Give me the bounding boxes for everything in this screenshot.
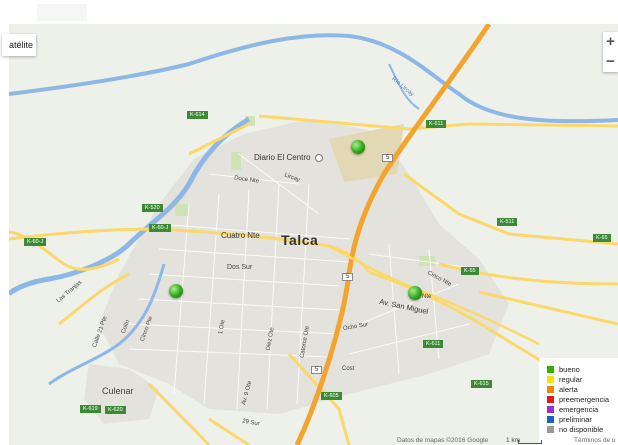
route-shield-k614: K-614 (187, 111, 208, 119)
map-type-tab[interactable] (37, 4, 87, 21)
park (175, 204, 189, 216)
station-marker[interactable] (169, 284, 183, 298)
legend-label: alerta (559, 384, 578, 394)
route-shield-k60j-left: K-60-J (24, 238, 47, 246)
river-lircay (9, 33, 618, 124)
route-5-highway (294, 24, 492, 445)
city-label-talca: Talca (281, 232, 319, 248)
legend-item-no-disponible: no disponible (547, 424, 618, 434)
map-header-strip (9, 0, 618, 24)
route-shield-k611-south: K-611 (423, 340, 444, 348)
route-shield-k65: K-65 (593, 234, 611, 242)
legend-label: preemergencia (559, 394, 610, 404)
poi-marker-icon (314, 153, 323, 162)
route-shield-k620: K-620 (105, 406, 126, 414)
park (231, 152, 241, 170)
zoom-out-button[interactable]: − (606, 53, 615, 70)
poi-label-diario-el-centro: Diario El Centro (254, 153, 323, 162)
route-shield-k611: K-611 (426, 120, 447, 128)
legend-item-alerta: alerta (547, 384, 618, 394)
map-canvas[interactable]: K-614 K-611 K-520 K-60-J K-60-J K-511 K-… (9, 24, 618, 445)
legend-item-regular: regular (547, 374, 618, 384)
legend-item-preemergencia: preemergencia (547, 394, 618, 404)
zoom-control: + − (603, 32, 618, 72)
air-quality-legend: bueno regular alerta preemergencia emerg… (539, 358, 618, 445)
legend-label: bueno (559, 364, 580, 374)
street-grid (128, 153, 480, 410)
legend-label: regular (559, 374, 583, 384)
route-shield-5-top: 5 (382, 154, 394, 162)
route-shield-5-mid: 5 (342, 273, 354, 281)
urban-area-culenar (84, 364, 159, 424)
route-shield-k619: K-619 (80, 405, 101, 413)
legend-swatch (547, 365, 554, 373)
route-shield-5-bot: 5 (311, 366, 323, 374)
scale-label: 1 km (506, 437, 521, 444)
route-shield-k605: K-605 (321, 392, 342, 400)
legend-item-emergencia: emergencia (547, 404, 618, 414)
route-shield-k520: K-520 (142, 204, 163, 212)
av-san-miguel (328, 244, 540, 346)
legend-item-preliminar: preliminar (547, 414, 618, 424)
station-marker[interactable] (408, 286, 422, 300)
legend-label: no disponible (559, 424, 604, 434)
legend-swatch (547, 385, 554, 393)
street-label-nte: Nte (422, 294, 432, 300)
terms-link[interactable]: Términos de u (574, 437, 616, 444)
poi-name: Diario El Centro (254, 153, 311, 162)
legend-label: emergencia (559, 404, 599, 414)
street-label-cuatro-nte: Cuatro Nte (221, 231, 260, 240)
scale-bar (518, 440, 542, 444)
satellite-button[interactable]: atélite (2, 34, 36, 56)
street-label-cost: Cost (342, 366, 355, 372)
legend-swatch (547, 415, 554, 423)
legend-swatch (547, 405, 554, 413)
map-svg (9, 24, 618, 445)
legend-label: preliminar (559, 414, 592, 424)
map-attribution: Datos de mapas ©2016 Google (397, 437, 489, 444)
river-claro (9, 116, 251, 296)
park (419, 256, 435, 266)
station-marker[interactable] (351, 140, 365, 154)
street-label-dos-sur: Dos Sur (227, 264, 253, 271)
zoom-in-button[interactable]: + (606, 33, 615, 50)
legend-item-bueno: bueno (547, 364, 618, 374)
legend-swatch (547, 425, 554, 433)
river-claro-south (48, 263, 166, 386)
legend-swatch (547, 375, 554, 383)
place-label-culenar: Culenar (102, 386, 134, 396)
route-shield-k615: K-615 (471, 380, 492, 388)
legend-swatch (547, 395, 554, 403)
route-shield-k511: K-511 (497, 218, 518, 226)
route-shield-k55: K-55 (461, 267, 479, 275)
route-shield-k60j: K-60-J (149, 224, 172, 232)
stream (388, 63, 420, 110)
